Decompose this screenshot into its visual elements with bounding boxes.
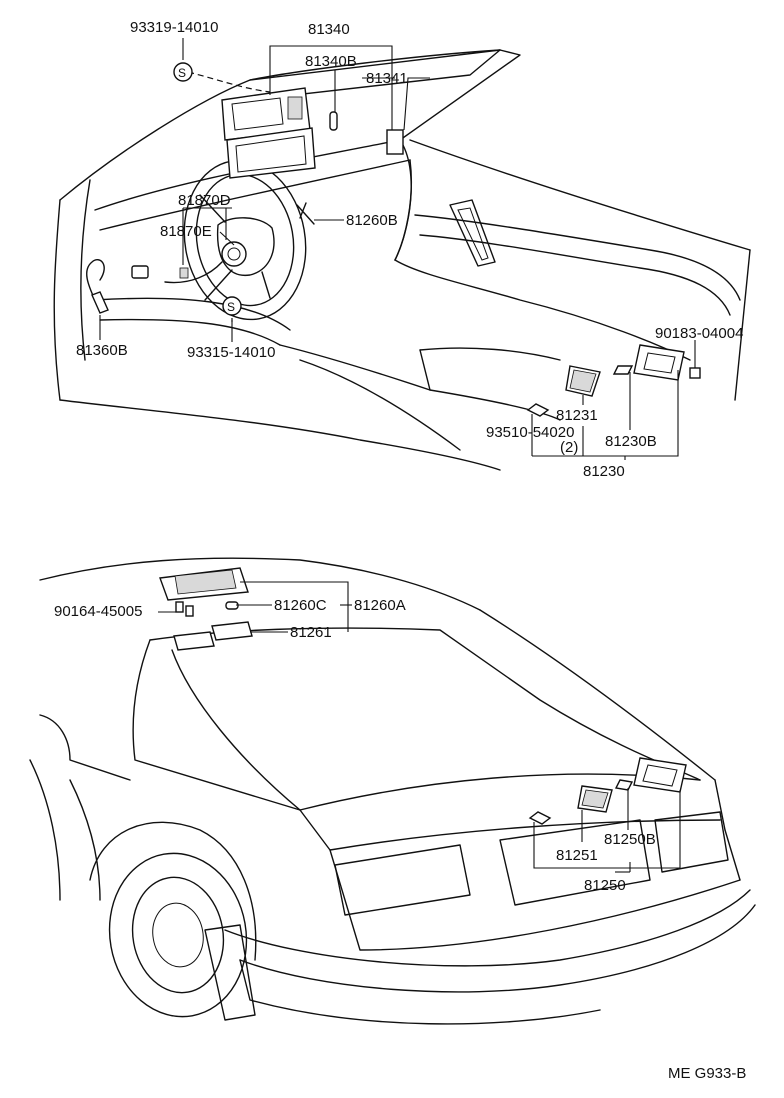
label-81260b: 81260B: [346, 212, 398, 229]
label-81870d: 81870D: [178, 192, 231, 209]
bottom-leader-lines: [158, 581, 681, 873]
label-qty-2: (2): [560, 439, 578, 456]
svg-text:S: S: [178, 66, 186, 80]
label-93315-14010: 93315-14010: [187, 344, 275, 361]
label-81230b: 81230B: [605, 433, 657, 450]
svg-text:S: S: [227, 300, 235, 314]
label-90164-45005: 90164-45005: [54, 603, 142, 620]
label-81230: 81230: [583, 463, 625, 480]
label-81250b: 81250B: [604, 831, 656, 848]
top-leader-lines: [99, 38, 696, 460]
rear-exterior-view: [29, 557, 756, 1025]
label-81870e: 81870E: [160, 223, 212, 240]
label-81340b: 81340B: [305, 53, 357, 70]
s-mark-lower: S: [222, 296, 242, 316]
interior-view: [53, 49, 751, 471]
label-81260c: 81260C: [274, 597, 327, 614]
label-81231: 81231: [556, 407, 598, 424]
label-81360b: 81360B: [76, 342, 128, 359]
footer-code: ME G933-B: [668, 1065, 746, 1082]
label-81260a: 81260A: [354, 597, 406, 614]
label-93319-14010: 93319-14010: [130, 19, 218, 36]
label-81251: 81251: [556, 847, 598, 864]
label-81250: 81250: [584, 877, 626, 894]
label-90183-04004: 90183-04004: [655, 325, 743, 342]
label-81340: 81340: [308, 21, 350, 38]
label-81261: 81261: [290, 624, 332, 641]
s-mark-upper: S: [173, 62, 193, 82]
label-81341: 81341: [366, 70, 408, 87]
label-93510-54020: 93510-54020: [486, 424, 574, 441]
